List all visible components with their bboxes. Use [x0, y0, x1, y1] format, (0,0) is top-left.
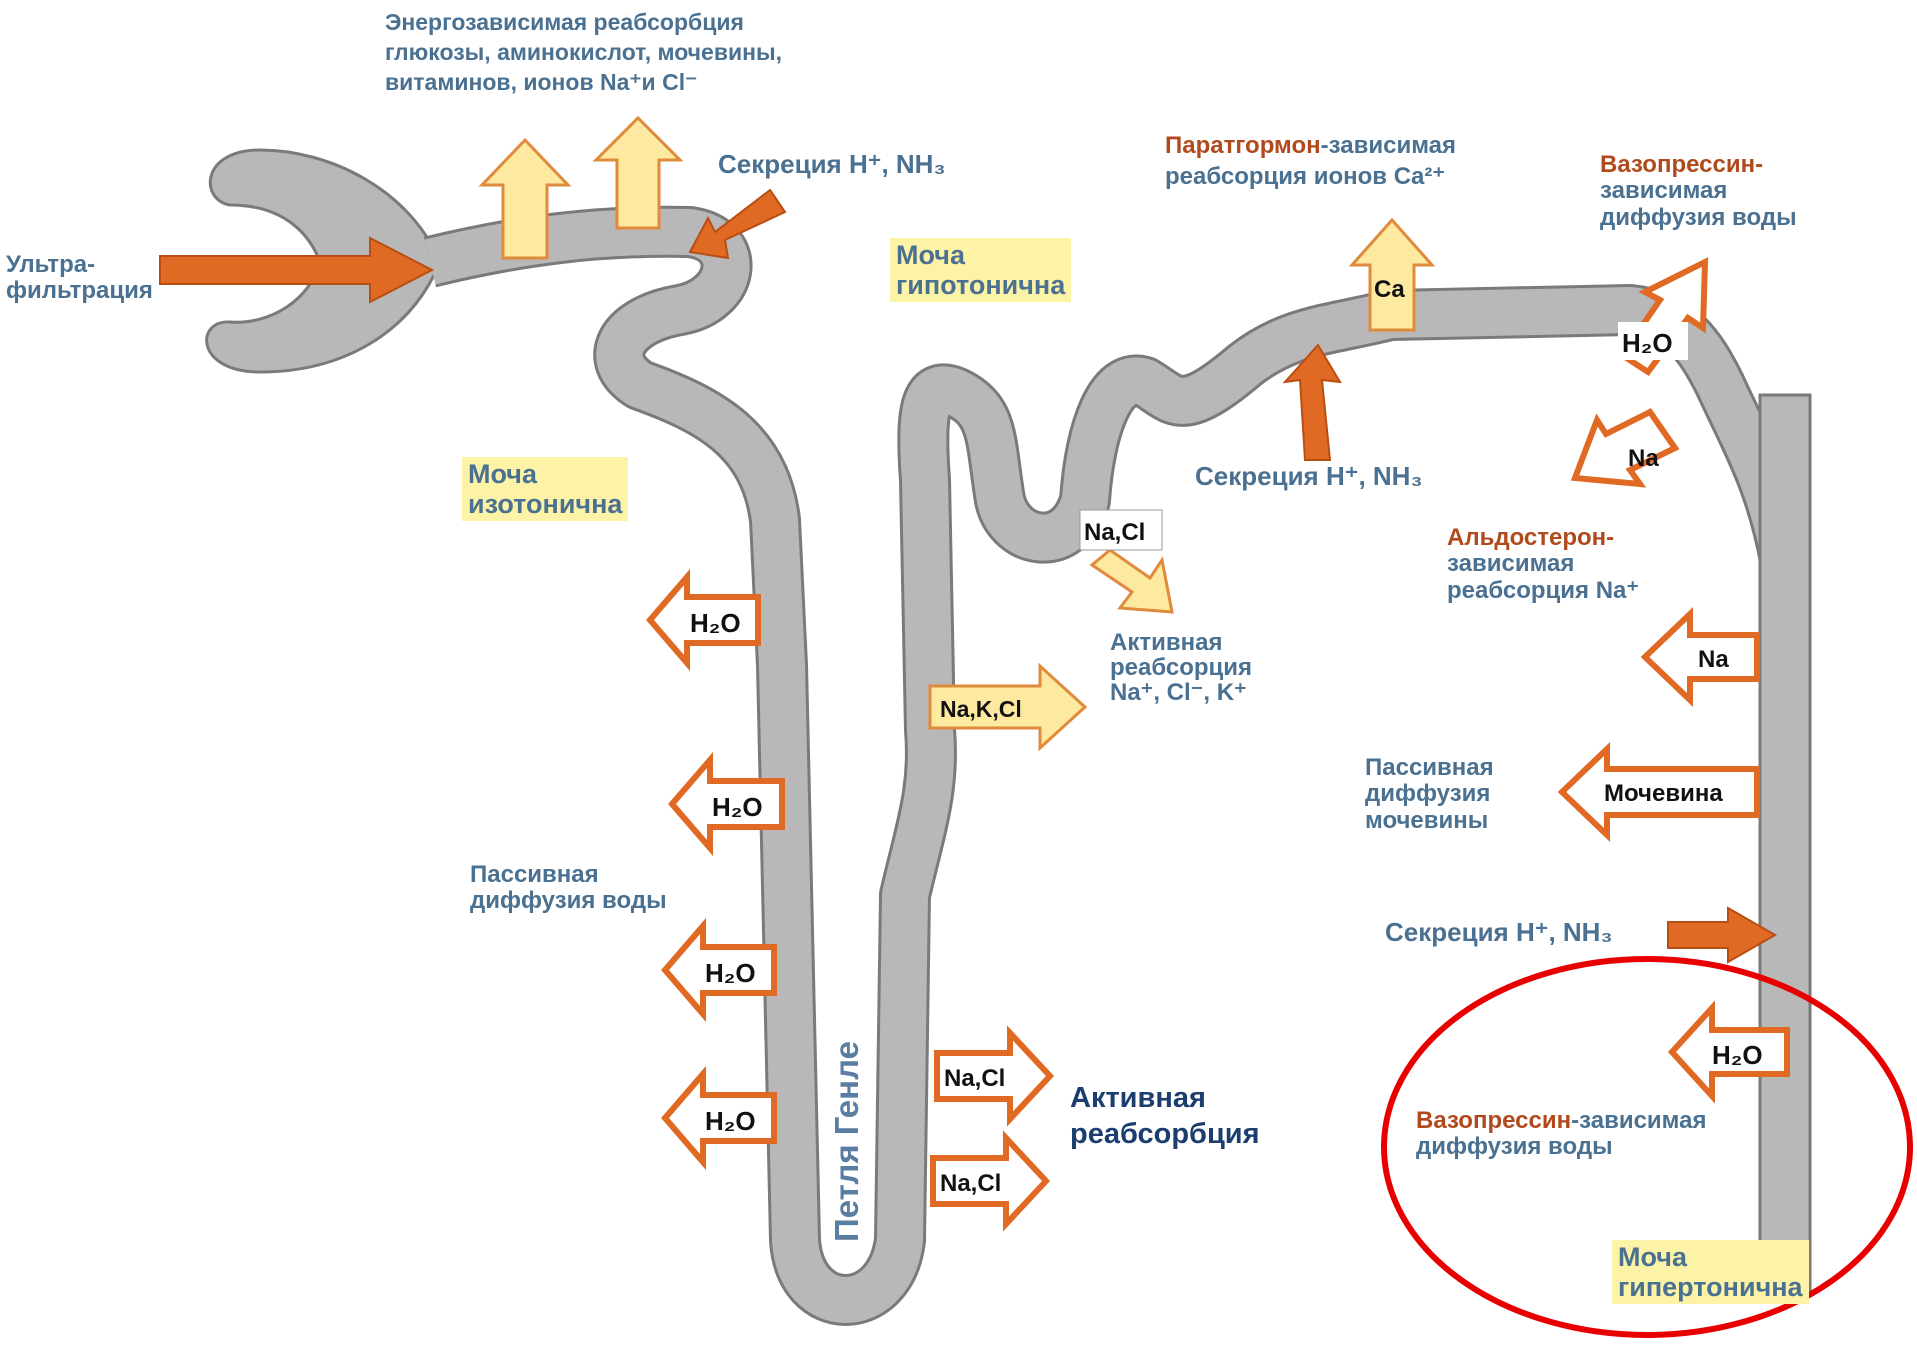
urine-hypotonic-note: Моча гипотонична [890, 238, 1071, 302]
active-reabsorption-big-label: Активная реабсорбция [1070, 1080, 1260, 1153]
parathormone-label: Паратгормон-зависимая реабсорция ионов C… [1165, 130, 1456, 192]
na-k-cl-label: Na,K,Cl [940, 696, 1022, 722]
secretion-label-2: Секреция H⁺, NH₃ [1195, 462, 1422, 491]
secretion-label-1: Секреция H⁺, NH₃ [718, 150, 945, 179]
loop-henle-label: Петля Генле [828, 1041, 866, 1242]
urea-label: Мочевина [1604, 780, 1723, 807]
h2o-label-4: H₂O [705, 1106, 756, 1136]
passive-urea-label: Пассивная диффузия мочевины [1365, 755, 1494, 834]
vasopressin-bottom-label: Вазопрессин-зависимая диффузия воды [1412, 1108, 1710, 1161]
urine-hypertonic-note: Моча гипертонична [1612, 1240, 1809, 1304]
vasopressin-top-hl: Вазопрессин- [1600, 152, 1797, 178]
parathormone-rest: -зависимая [1321, 132, 1456, 159]
energy-reabsorption-label: Энергозависимая реабсорбция глюкозы, ами… [385, 8, 782, 98]
aldosterone-label: Альдостерон- зависимая реабсорция Na⁺ [1447, 525, 1639, 604]
h2o-label-3: H₂O [705, 958, 756, 988]
na-cl-label-3: Na,Cl [1084, 519, 1145, 546]
na-label-diagonal: Na [1628, 445, 1659, 472]
aldosterone-hl: Альдостерон- [1447, 525, 1639, 551]
vasopressin-top-label: Вазопрессин- зависимая диффузия воды [1600, 152, 1797, 231]
secretion-label-3: Секреция H⁺, NH₃ [1385, 918, 1612, 947]
passive-water-label: Пассивная диффузия воды [470, 862, 667, 915]
na-cl-diagonal-arrow [1092, 550, 1172, 612]
urine-isotonic-note: Моча изотонична [462, 457, 628, 521]
na-cl-label-1: Na,Cl [944, 1065, 1005, 1092]
na-label-duct: Na [1698, 646, 1729, 673]
h2o-label-lower-right: H₂O [1712, 1040, 1763, 1070]
ca-label: Ca [1374, 276, 1405, 303]
collecting-duct [1760, 395, 1810, 1290]
h2o-label-2: H₂O [712, 792, 763, 822]
h2o-label-1: H₂O [690, 608, 741, 638]
parathormone-hl: Паратгормон [1165, 132, 1321, 159]
h2o-label-top-right: H₂O [1622, 328, 1673, 358]
vasopressin-bottom-rest: -зависимая [1571, 1107, 1706, 1134]
na-cl-label-2: Na,Cl [940, 1170, 1001, 1197]
active-reabsorption-label: Активная реабсорция Na⁺, Cl⁻, K⁺ [1110, 630, 1252, 706]
vasopressin-bottom-hl: Вазопрессин [1416, 1107, 1571, 1134]
ultrafiltration-label: Ультра- фильтрация [6, 252, 153, 305]
na-arrow-diagonal [1575, 412, 1675, 484]
